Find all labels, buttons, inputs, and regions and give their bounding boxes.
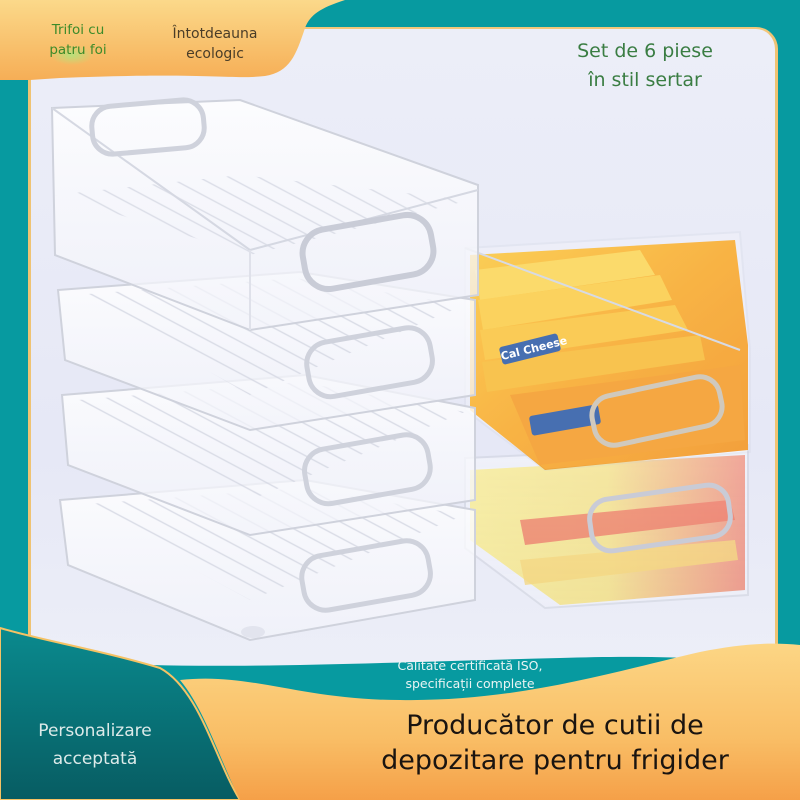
clover-badge: Trifoi cu patru foi	[28, 20, 128, 60]
customization-label: Personalizare acceptată	[10, 717, 180, 773]
certification-line1: Calitate certificată ISO,	[397, 658, 543, 673]
clover-badge-line1: Trifoi cu	[51, 22, 105, 38]
eco-badge-line1: Întotdeauna	[172, 26, 258, 42]
eco-badge: Întotdeauna ecologic	[140, 24, 290, 64]
certification-line2: specificații complete	[405, 676, 535, 691]
snack-packs: Cal Cheese	[475, 250, 745, 465]
set-label-line2: în stil sertar	[588, 69, 702, 91]
clover-icon	[50, 45, 94, 65]
set-label-line1: Set de 6 piese	[577, 40, 713, 62]
right-bin-stack: Cal Cheese	[464, 230, 751, 610]
certification-label: Calitate certificată ISO, specificații c…	[345, 657, 595, 693]
customization-line2: acceptată	[52, 749, 138, 769]
set-label: Set de 6 piese în stil sertar	[520, 37, 770, 95]
headline: Producător de cutii de depozitare pentru…	[320, 708, 790, 778]
clover-badge-line2: patru foi	[49, 42, 107, 58]
left-bin-stack	[50, 97, 479, 642]
eco-badge-line2: ecologic	[186, 46, 244, 62]
headline-line1: Producător de cutii de	[406, 710, 704, 741]
customization-line1: Personalizare	[38, 721, 152, 741]
headline-line2: depozitare pentru frigider	[381, 745, 729, 776]
